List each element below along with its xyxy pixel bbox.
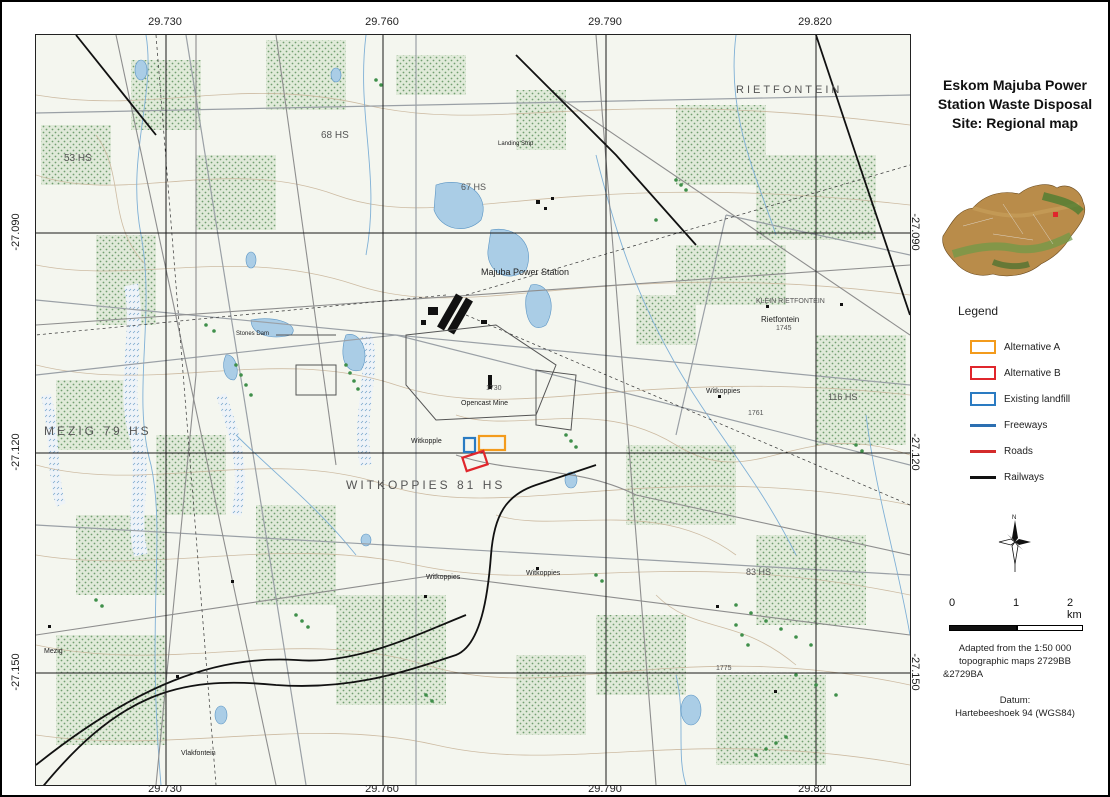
alternative-b-swatch	[970, 366, 996, 380]
scale-bar: 0 1 2 km	[949, 597, 1089, 637]
railway-lines	[36, 35, 910, 785]
label-witkopple: Witkopple	[411, 438, 442, 445]
label-rietfontein: RIETFONTEIN	[736, 84, 842, 96]
label-landing-strip: Landing Strip	[498, 141, 534, 147]
road-swatch	[970, 449, 996, 453]
north-arrow-icon: N	[997, 512, 1033, 577]
legend-label: Roads	[1004, 445, 1033, 457]
water-bodies	[134, 59, 702, 726]
source-note-3: &2729BA	[943, 669, 984, 680]
datum-value: Hartebeeshoek 94 (WGS84)	[955, 708, 1075, 719]
label-majuba: Majuba Power Station	[481, 267, 569, 277]
wetland-strips	[41, 283, 375, 557]
alternative-a-polygon	[477, 434, 507, 452]
label-opencast: Opencast Mine	[461, 400, 508, 407]
legend-label: Existing landfill	[1004, 393, 1071, 405]
source-note-2: topographic maps 2729BB	[959, 656, 1071, 667]
svg-text:N: N	[1012, 515, 1016, 521]
site-location-marker	[1053, 212, 1058, 217]
scale-label-0: 0	[949, 597, 956, 609]
label-witkoppies-e: Witkoppies	[706, 388, 741, 395]
label-klein-rietfontein: KLEIN RIETFONTEIN	[756, 298, 825, 305]
lon-tick-bottom-2: 29.760	[365, 783, 399, 795]
lon-tick-bottom-3: 29.790	[588, 783, 622, 795]
lon-tick-bottom-4: 29.820	[798, 783, 832, 795]
label-elevation-2: 1745	[776, 325, 792, 332]
existing-landfill-swatch	[970, 392, 996, 406]
scale-segment-light	[1017, 625, 1083, 631]
local-roads	[36, 35, 910, 785]
label-mezig79: MEZIG 79 HS	[44, 424, 152, 438]
label-67hs: 67 HS	[461, 182, 486, 192]
farm-boundaries	[36, 35, 910, 785]
legend-item-freeways: Freeways	[968, 412, 1070, 438]
alternative-b-polygon	[460, 449, 490, 473]
label-rietfontein-town: Rietfontein	[761, 315, 799, 324]
tree-lines	[94, 78, 864, 757]
label-witkoppies-sw: Witkoppies	[426, 574, 461, 581]
legend-item-existing-landfill: Existing landfill	[968, 386, 1070, 412]
power-station-buildings	[421, 293, 492, 389]
label-mezig: Mezig	[44, 648, 63, 655]
topographic-map[interactable]: Majuba Power Station Opencast Mine Witko…	[35, 34, 911, 786]
side-panel: Eskom Majuba Power Station Waste Disposa…	[925, 34, 1105, 784]
lat-tick-left-3: -27.150	[10, 653, 22, 691]
label-116hs: 116 HS	[828, 392, 857, 402]
datum-label: Datum:	[999, 695, 1031, 706]
label-vlakfontein: Vlakfontein	[181, 750, 216, 757]
label-elevation-4: 1775	[716, 665, 732, 672]
legend-item-railways: Railways	[968, 464, 1070, 490]
map-title: Eskom Majuba Power Station Waste Disposa…	[937, 77, 1093, 131]
legend-item-alternative-b: Alternative B	[968, 360, 1070, 386]
label-elevation-3: 1761	[748, 410, 764, 417]
farmsteads	[48, 197, 843, 693]
legend-item-alternative-a: Alternative A	[968, 334, 1070, 360]
label-witkoppies-s: Witkoppies	[526, 570, 561, 577]
south-africa-inset-map	[933, 174, 1093, 289]
scale-label-2: 2 km	[1067, 597, 1082, 621]
lat-tick-left-1: -27.090	[10, 213, 22, 251]
railway-swatch	[970, 475, 996, 479]
legend-title: Legend	[958, 304, 999, 318]
label-elevation-1: 1730	[486, 385, 502, 392]
mine-outline	[276, 324, 577, 431]
scale-label-1: 1	[1013, 597, 1020, 609]
source-note-1: Adapted from the 1:50 000	[958, 643, 1072, 654]
legend-label: Alternative A	[1004, 341, 1061, 353]
existing-landfill-polygon	[462, 436, 477, 454]
lon-tick-top-4: 29.820	[798, 16, 832, 28]
power-lines	[36, 35, 910, 785]
streams	[136, 35, 910, 785]
scale-segment-dark	[949, 625, 1017, 631]
lat-tick-left-2: -27.120	[10, 433, 22, 471]
legend-label: Freeways	[1004, 419, 1048, 431]
label-witkoppies81: WITKOPPIES 81 HS	[346, 478, 505, 492]
legend-label: Alternative B	[1004, 367, 1061, 379]
lon-tick-top-1: 29.730	[148, 16, 182, 28]
label-83hs: 83 HS	[746, 567, 771, 577]
label-68hs: 68 HS	[321, 130, 349, 141]
lon-tick-bottom-1: 29.730	[148, 783, 182, 795]
legend-item-roads: Roads	[968, 438, 1070, 464]
label-53hs: 53 HS	[64, 153, 92, 164]
legend-label: Railways	[1004, 471, 1045, 483]
alternative-a-swatch	[970, 340, 996, 354]
lon-tick-top-3: 29.790	[588, 16, 622, 28]
lon-tick-top-2: 29.760	[365, 16, 399, 28]
freeway-swatch	[970, 423, 996, 427]
legend: Alternative A Alternative B Existing lan…	[968, 334, 1070, 490]
label-stones-dam: Stones Dam	[236, 331, 269, 337]
